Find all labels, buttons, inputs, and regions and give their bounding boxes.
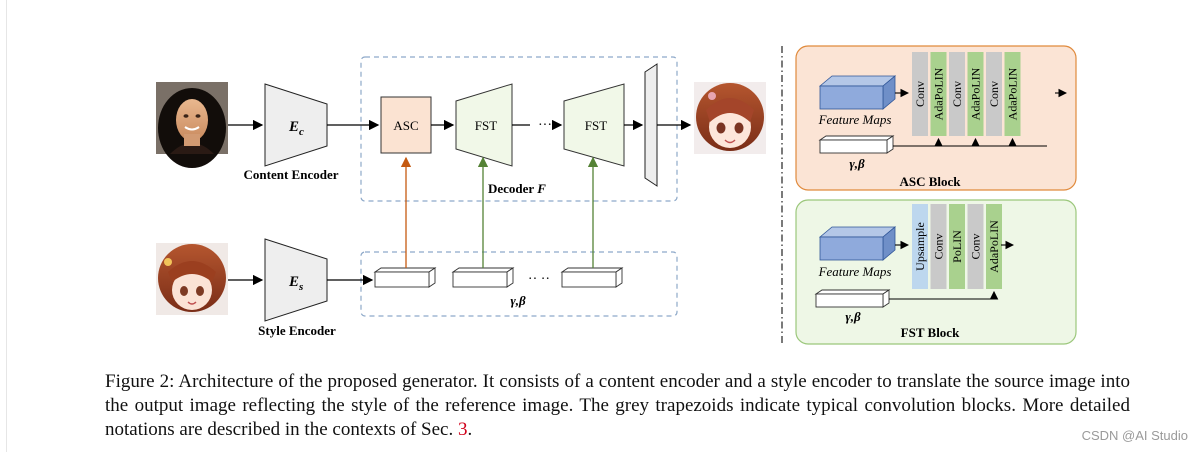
fst-layer-conv [967,204,984,289]
style-code-ellipsis: ·· ·· [528,272,550,287]
style-encoder-label: Style Encoder [258,323,336,338]
fst-layer-conv [930,204,947,289]
fst-feature-maps-cube [818,226,897,261]
asc-layer-label: Conv [913,81,927,107]
content-encoder-label: Content Encoder [244,167,339,182]
asc-block-title: ASC Block [899,174,961,189]
fst-label-1: FST [475,118,497,133]
asc-gamma-beta-vector [818,135,895,154]
fst-layer-upsample [912,204,928,289]
decoder-ellipsis: ··· [538,118,552,133]
asc-layer-adapolin [967,52,984,136]
watermark: CSDN @AI Studio [1081,428,1188,443]
style-code-vector-1 [373,267,437,288]
asc-layer-adapolin [930,52,947,136]
asc-feature-maps-label: Feature Maps [818,112,892,127]
asc-layer-label: AdaPoLIN [969,67,983,120]
style-code-vector-2 [451,267,515,288]
asc-layer-conv [949,52,965,136]
output-image [694,82,766,154]
section-reference-link[interactable]: 3 [457,419,468,440]
fst-layer-label: PoLIN [950,230,964,263]
gamma-beta-label: γ,β [510,293,526,308]
content-encoder-symbol: Ec [288,119,304,138]
content-encoder-block [264,83,328,167]
fst-layer-label: AdaPoLIN [987,220,1001,273]
page-edge-divider [6,0,7,452]
fst-layer-label: Upsample [913,222,927,271]
fst-label-2: FST [585,118,607,133]
caption-end: . [467,419,473,440]
content-image [156,82,228,168]
decoder-region [360,56,678,202]
fst-gamma-beta-label: γ,β [845,309,861,324]
asc-layer-conv [986,52,1002,136]
output-conv-block [644,63,658,187]
style-code-region [360,251,678,317]
fst-layer-label: Conv [969,233,983,259]
fst-block-1 [455,83,513,167]
style-reference-image [156,243,228,315]
architecture-figure: Ec Content Encoder Es Style Encoder Deco… [156,45,1077,345]
style-code-vector-3 [560,267,624,288]
asc-layer-label: Conv [987,81,1001,107]
figure-caption: Figure 2: Architecture of the proposed g… [105,370,1130,442]
asc-layer-label: AdaPoLIN [1006,67,1020,120]
style-encoder-symbol: Es [288,274,303,293]
asc-layer-label: AdaPoLIN [932,67,946,120]
asc-label: ASC [393,118,418,133]
style-encoder-block [264,238,328,322]
asc-feature-maps-cube [818,75,897,110]
fst-layer-label: Conv [932,233,946,259]
asc-gamma-beta-label: γ,β [849,156,865,171]
asc-layer-adapolin [1004,52,1021,136]
asc-layer-conv [912,52,928,136]
fst-block-title: FST Block [901,325,960,340]
fst-block-2 [563,83,625,167]
fst-layer-adapolin [986,204,1002,289]
fst-gamma-beta-vector [814,289,891,308]
decoder-label: Decoder F [488,181,546,196]
asc-layer-label: Conv [950,81,964,107]
fst-feature-maps-label: Feature Maps [818,264,892,279]
fst-layer-polin [949,204,965,289]
caption-text: Figure 2: Architecture of the proposed g… [105,371,1130,440]
